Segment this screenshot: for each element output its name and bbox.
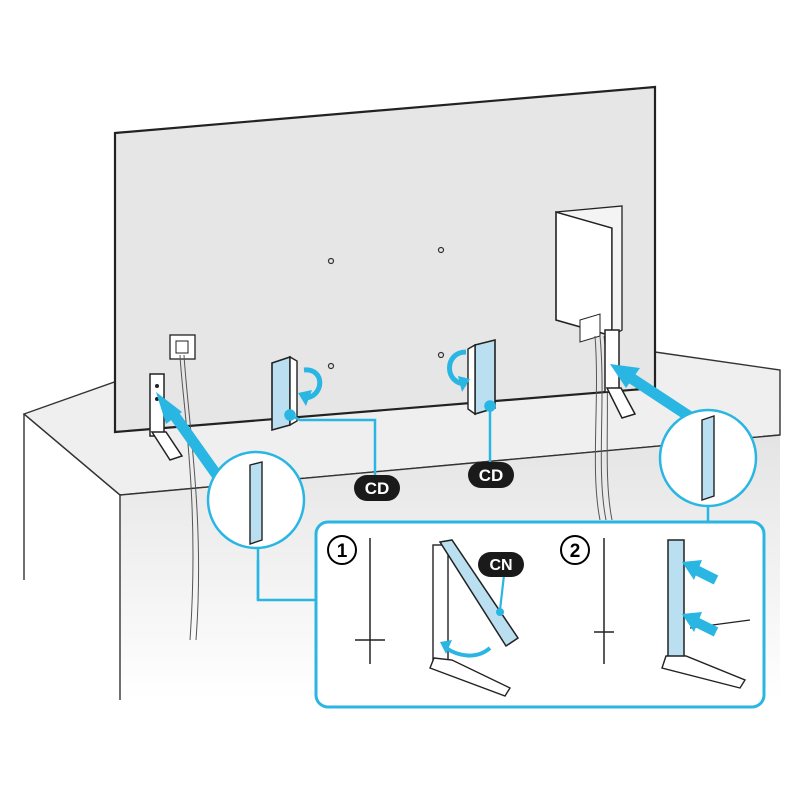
vesa-hole	[327, 257, 335, 265]
power-socket-icon	[169, 334, 196, 360]
cables	[179, 335, 613, 641]
cd-label-left: CD	[354, 475, 400, 501]
step-1: 1 CN	[327, 535, 524, 697]
cd-label-right: CD	[468, 462, 514, 488]
tv-back-panel	[113, 85, 657, 434]
cable-clip-left	[271, 355, 323, 432]
vesa-hole	[437, 351, 445, 359]
right-stand-foot	[604, 329, 637, 419]
vesa-hole	[437, 246, 445, 254]
step-2: 2	[560, 535, 751, 689]
terminal-cover	[555, 210, 613, 338]
vesa-hole	[327, 362, 335, 370]
detail-panel: 1 CN 2	[314, 520, 766, 709]
cd-label-left-text: CD	[365, 479, 390, 498]
cd-leaders	[284, 400, 496, 487]
step-2-number: 2	[570, 541, 581, 562]
magnifier-right	[658, 408, 758, 522]
step-1-number: 1	[337, 541, 348, 562]
cd-label-right-text: CD	[479, 466, 504, 485]
cn-label-text: CN	[489, 557, 512, 574]
magnifier-left	[206, 450, 318, 602]
